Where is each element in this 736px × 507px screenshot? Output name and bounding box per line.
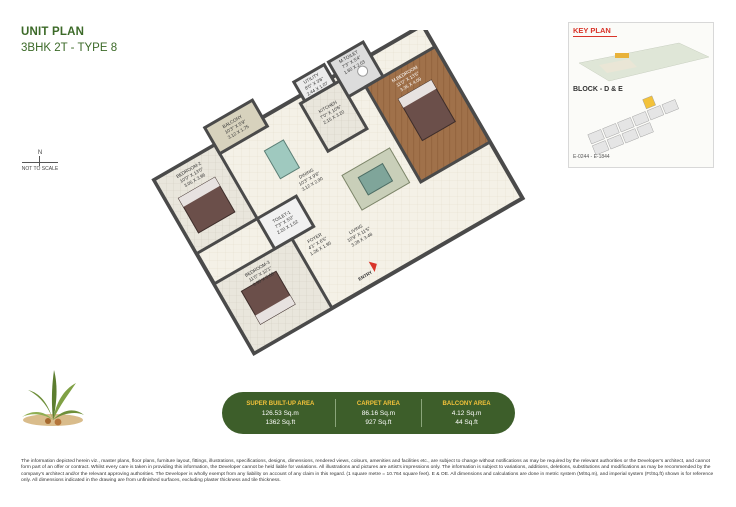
key-plan: KEY PLAN BLOCK - D & E E-0244 - E-1844 xyxy=(568,22,714,168)
area-sqm: 126.53 Sq.m xyxy=(261,409,299,417)
plant-icon xyxy=(22,370,84,426)
north-indicator: N NOT TO SCALE xyxy=(18,150,62,172)
balcony-room xyxy=(202,98,270,156)
page-title: UNIT PLAN xyxy=(21,26,85,38)
divider xyxy=(420,399,422,427)
area-sqft: 927 Sq.ft xyxy=(365,418,392,426)
key-plan-units: E-0244 - E-1844 xyxy=(573,154,610,160)
north-arrow-icon xyxy=(18,156,62,166)
area-heading: CARPET AREA xyxy=(356,400,400,407)
area-sqm: 4.12 Sq.m xyxy=(451,409,482,417)
key-plan-title: KEY PLAN xyxy=(573,26,617,37)
north-letter: N xyxy=(37,150,43,156)
key-plan-map xyxy=(578,42,710,156)
floor-plan: BEDROOM-2 10'0" X 13'0" 3.05 X 3.96 BALC… xyxy=(151,30,526,356)
area-heading: BALCONY AREA xyxy=(442,400,491,407)
balcony-area: BALCONY AREA 4.12 Sq.m 44 Sq.ft xyxy=(443,400,491,427)
key-plan-block: BLOCK - D & E xyxy=(573,86,623,93)
area-summary: SUPER BUILT-UP AREA 126.53 Sq.m 1362 Sq.… xyxy=(222,392,515,434)
area-heading: SUPER BUILT-UP AREA xyxy=(246,400,315,407)
carpet-area: CARPET AREA 86.16 Sq.m 927 Sq.ft xyxy=(357,400,400,427)
area-sqft: 44 Sq.ft xyxy=(455,418,478,426)
area-sqft: 1362 Sq.ft xyxy=(265,418,296,426)
unit-type-subtitle: 3BHK 2T - TYPE 8 xyxy=(21,42,118,54)
disclaimer-text: The information depicted herein viz., ma… xyxy=(21,459,714,483)
kitchen-room xyxy=(298,79,370,154)
super-built-up-area: SUPER BUILT-UP AREA 126.53 Sq.m 1362 Sq.… xyxy=(246,400,314,427)
entry-arrow-icon xyxy=(368,261,377,273)
area-sqm: 86.16 Sq.m xyxy=(361,409,396,417)
toilet-1-room xyxy=(255,194,316,251)
divider xyxy=(335,399,337,427)
scale-note: NOT TO SCALE xyxy=(21,166,59,172)
